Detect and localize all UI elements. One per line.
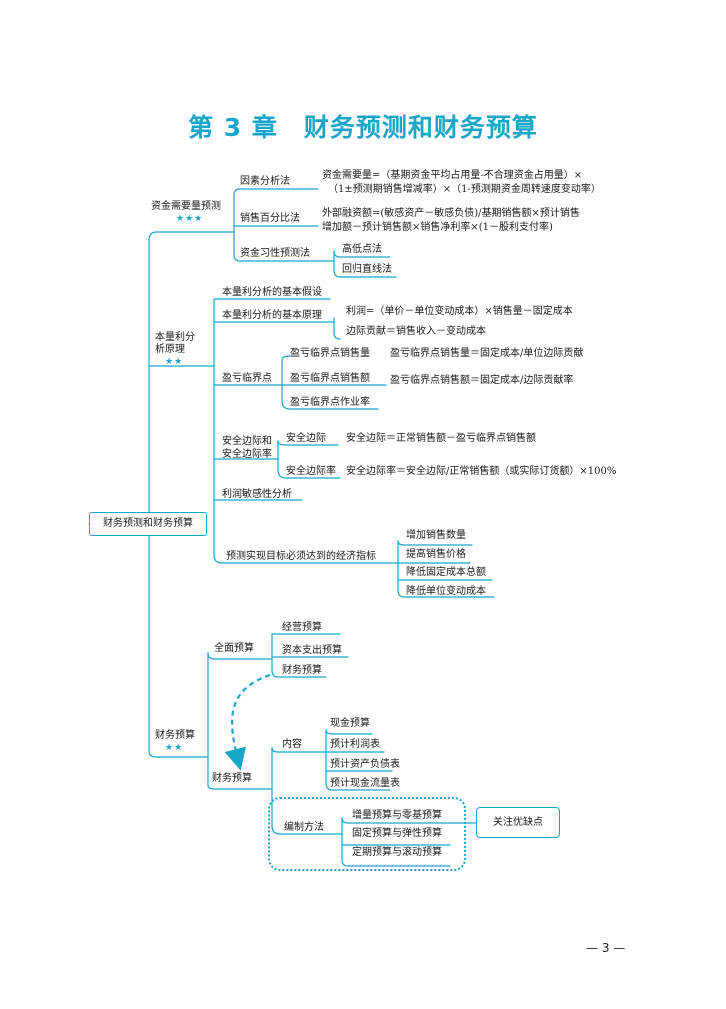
- content-item-income: 预计利润表: [330, 739, 380, 750]
- capital-star-rating: ★★★: [176, 214, 204, 224]
- breakeven-rate-label: 盈亏临界点作业率: [290, 397, 370, 408]
- safety-margin-formula: 安全边际＝正常销售额－盈亏临界点销售额: [346, 433, 536, 444]
- target-item-3: 降低固定成本总额: [406, 567, 486, 578]
- chapter-number: 第 3 章: [188, 113, 278, 142]
- target-item-2: 提高销售价格: [406, 549, 466, 560]
- target-item-1: 增加销售数量: [406, 530, 466, 541]
- profit-formula: 利润=（单价－单位变动成本）×销售量－固定成本: [346, 306, 573, 317]
- comprehensive-financial-budget: 财务预算: [282, 665, 322, 676]
- factor-formula-line2: （1±预测期销售增减率）×（1-预测期资金周转速度变动率）: [328, 184, 601, 195]
- content-item-cash: 现金预算: [330, 718, 370, 729]
- comprehensive-budget-label: 全面预算: [214, 643, 254, 654]
- factor-analysis-label: 因素分析法: [240, 176, 290, 187]
- method-item-2: 固定预算与弹性预算: [352, 828, 442, 839]
- profit-sensitivity: 利润敏感性分析: [222, 489, 292, 500]
- target-indicator-label: 预测实现目标必须达到的经济指标: [226, 551, 376, 562]
- chapter-name: 财务预测和财务预算: [303, 113, 538, 142]
- focus-note-box: 关注优缺点: [476, 807, 560, 838]
- sales-percent-label: 销售百分比法: [240, 213, 300, 224]
- capital-forecast-label: 资金需要量预测: [151, 201, 221, 212]
- factor-formula-line1: 资金需要量=（基期资金平均占用量-不合理资金占用量）×: [322, 170, 583, 181]
- method-dotted-box: [268, 797, 466, 871]
- breakeven-amount-label: 盈亏临界点销售额: [290, 373, 370, 384]
- chapter-title: 第 3 章财务预测和财务预算: [0, 108, 726, 144]
- safety-margin-label: 安全边际: [286, 433, 326, 444]
- safety-label-line1: 安全边际和: [222, 436, 272, 447]
- capital-expenditure-budget: 资本支出预算: [282, 645, 342, 656]
- root-node: 财务预测和财务预算: [89, 512, 207, 536]
- method-item-1: 增量预算与零基预算: [352, 810, 442, 821]
- target-item-4: 降低单位变动成本: [406, 586, 486, 597]
- breakeven-volume-label: 盈亏临界点销售量: [290, 348, 370, 359]
- percent-formula-line2: 增加额－预计销售额×销售净利率×(1－股利支付率): [322, 222, 553, 233]
- cvp-star-rating: ★★: [165, 357, 184, 367]
- safety-rate-formula: 安全边际率＝安全边际/正常销售额（或实际订货额）×100%: [346, 466, 617, 477]
- cvp-assumption: 本量利分析的基本假设: [222, 287, 322, 298]
- financial-budget-label: 财务预算: [212, 773, 252, 784]
- percent-formula-line1: 外部融资额=(敏感资产－敏感负债)/基期销售额×预计销售: [322, 208, 580, 219]
- method-item-3: 定期预算与滚动预算: [352, 847, 442, 858]
- content-item-cashflow: 预计现金流量表: [330, 778, 400, 789]
- safety-rate-label: 安全边际率: [286, 466, 336, 477]
- budget-label: 财务预算: [155, 730, 195, 741]
- habit-method-label: 资金习性预测法: [240, 248, 310, 259]
- cvp-label-line2: 析原理: [155, 344, 185, 355]
- breakeven-volume-formula: 盈亏临界点销售量＝固定成本/单位边际贡献: [390, 348, 584, 359]
- cvp-principle-label: 本量利分析的基本原理: [222, 310, 322, 321]
- content-label: 内容: [282, 739, 302, 750]
- operating-budget: 经营预算: [282, 622, 322, 633]
- breakeven-amount-formula: 盈亏临界点销售额＝固定成本/边际贡献率: [390, 375, 574, 386]
- margin-formula: 边际贡献＝销售收入－变动成本: [346, 326, 486, 337]
- regression-method: 回归直线法: [342, 264, 392, 275]
- method-label: 编制方法: [284, 822, 324, 833]
- breakeven-label: 盈亏临界点: [222, 373, 272, 384]
- page-number: — 3 —: [586, 941, 626, 955]
- safety-label-line2: 安全边际率: [222, 449, 272, 460]
- budget-star-rating: ★★: [165, 743, 184, 753]
- cvp-label-line1: 本量利分: [155, 332, 195, 343]
- content-item-balance: 预计资产负债表: [330, 759, 400, 770]
- high-low-method: 高低点法: [342, 244, 382, 255]
